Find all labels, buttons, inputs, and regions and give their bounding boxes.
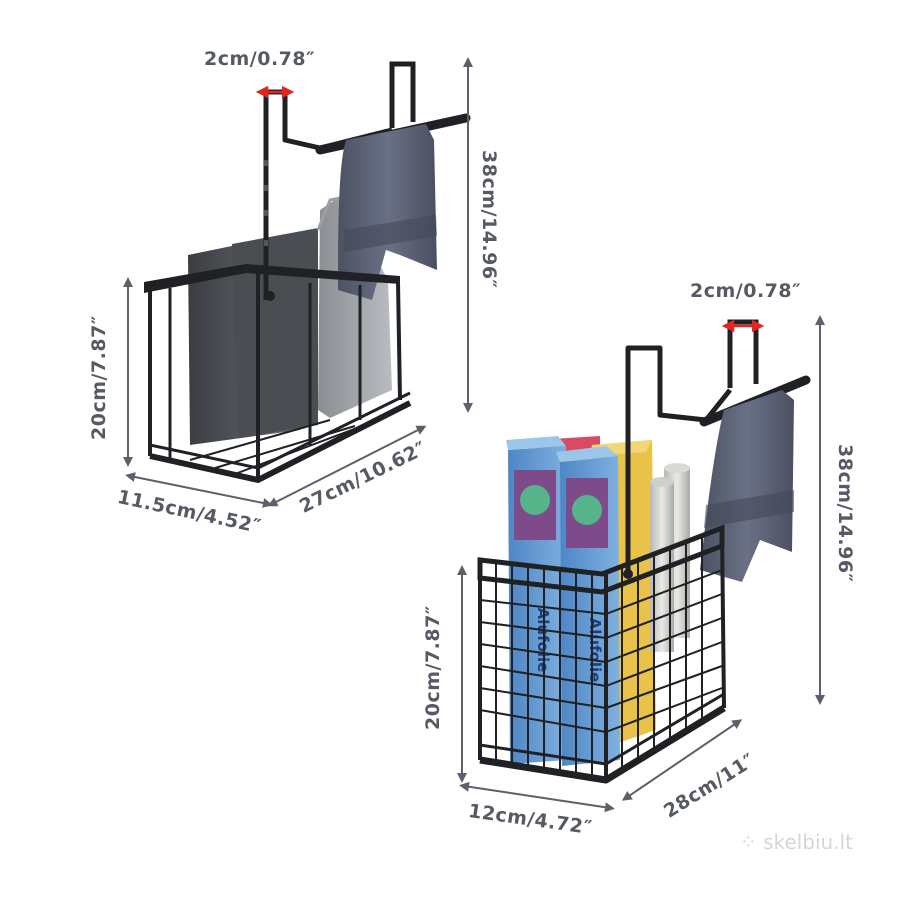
hook-gap-label-a: 2cm/0.78″	[204, 48, 316, 70]
hook-gap-label-b: 2cm/0.78″	[690, 280, 802, 302]
tray-light	[318, 195, 392, 418]
basket-height-label-b: 20cm/7.87″	[422, 605, 444, 730]
rack-b: Alufolie Alufolie	[477, 319, 811, 784]
hook-frame-b	[625, 345, 707, 570]
rack-a	[144, 61, 471, 483]
height-label-b: 38cm/14.96″	[834, 444, 856, 583]
watermark: ⁘ skelbiu.lt	[740, 830, 853, 854]
height-label-a: 38cm/14.96″	[478, 150, 500, 289]
towel-a	[338, 124, 437, 300]
dimension-lines-a	[123, 57, 473, 508]
dimension-lines-b	[457, 315, 825, 813]
box-label-2: Alufolie	[586, 618, 604, 683]
basket-a	[144, 264, 400, 293]
tray-dark-2	[232, 228, 318, 438]
watermark-text: skelbiu.lt	[763, 830, 853, 854]
watermark-icon: ⁘	[740, 830, 764, 854]
basket-height-label-a: 20cm/7.87″	[88, 315, 110, 440]
